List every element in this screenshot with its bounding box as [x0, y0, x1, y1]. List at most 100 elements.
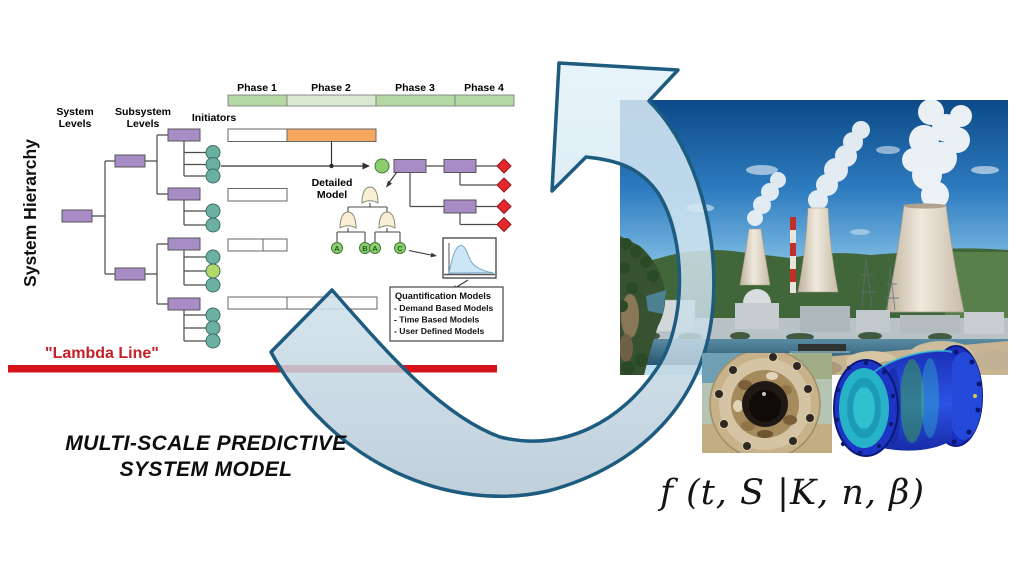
fem-pipe-model: [833, 345, 983, 457]
or-gate-icon: [378, 211, 396, 229]
system-levels-label: Levels: [59, 118, 92, 130]
arrowhead-icon: [362, 162, 370, 170]
initiators-label: Initiators: [192, 112, 236, 124]
bolt-holes: [714, 353, 815, 451]
initiator-box: [167, 128, 201, 142]
initiator-node: [205, 168, 221, 184]
fault-tree: Detailed Model A B A C: [312, 171, 406, 254]
footer-title-line2: SYSTEM MODEL: [120, 458, 293, 481]
phase-header: Phase 1 Phase 2 Phase 3 Phase 4: [227, 82, 515, 107]
quantification-item: - Time Based Models: [394, 315, 480, 325]
end-state-diamond: [496, 177, 512, 193]
transmission-pylons: [860, 257, 899, 311]
initiator-box: [167, 297, 201, 311]
corrosion-blotches: [733, 372, 797, 438]
system-hierarchy-tree: System Hierarchy System Levels Subsystem…: [20, 106, 236, 349]
phase-label: Phase 3: [395, 82, 435, 94]
initiator-node-selected: [205, 263, 221, 279]
or-gate-icon: [339, 211, 357, 229]
quantification-item: - Demand Based Models: [394, 303, 494, 313]
basic-event-node: [331, 242, 343, 254]
reliability-formula: f (t, S |K, n, β): [657, 473, 925, 513]
phase-label: Phase 2: [311, 82, 351, 94]
phase-label: Phase 1: [237, 82, 277, 94]
subsystem-level-box: [114, 154, 146, 168]
steam-plume: [747, 172, 786, 226]
barge: [798, 344, 846, 351]
phase-bar-segment: [454, 94, 515, 107]
cooling-tower-rim: [904, 203, 946, 209]
initiator-node: [205, 217, 221, 233]
subsystem-levels-label: Levels: [127, 118, 160, 130]
to-distribution-arrow: [408, 249, 432, 256]
gate-connectors: [336, 203, 401, 243]
initiator-node: [205, 277, 221, 293]
arrowhead-icon: [430, 252, 437, 258]
cooling-tower: [797, 207, 839, 293]
timeline-cell: [227, 188, 288, 202]
quantification-title: Quantification Models: [395, 291, 491, 301]
cooling-tower: [739, 228, 771, 286]
initiator-node: [205, 203, 221, 219]
steam-plume: [808, 121, 870, 210]
phase-label: Phase 4: [464, 82, 504, 94]
lambda-line-bar: [8, 365, 497, 373]
timeline-cell: [227, 128, 288, 142]
system-level-box: [61, 209, 93, 223]
cooling-tower: [885, 204, 965, 313]
initiator-box: [167, 187, 201, 201]
active-phase-window: [286, 128, 377, 142]
striped-chimney: [790, 217, 796, 293]
plant-buildings: [620, 289, 1008, 340]
corroded-pipe-photo: [702, 353, 832, 453]
detailed-model-label: Model: [317, 189, 347, 201]
quantification-models: Quantification Models - Demand Based Mod…: [389, 237, 504, 342]
event-tree: [221, 128, 512, 310]
basic-event-label: A: [334, 244, 340, 253]
timeline-cell: [227, 296, 378, 310]
lambda-line: "Lambda Line": [8, 345, 497, 373]
lambda-line-label: "Lambda Line": [45, 345, 159, 362]
phase-bar-segment: [286, 94, 377, 107]
detailed-model-label: Detailed: [312, 177, 353, 189]
branch-box: [393, 159, 427, 173]
fem-stress-band: [900, 359, 924, 443]
end-state-diamond: [496, 158, 512, 174]
arrowhead-icon: [386, 180, 392, 188]
fem-bolt-dots: [834, 360, 896, 456]
basic-event-node: [369, 242, 381, 254]
footer-title-line1: MULTI-SCALE PREDICTIVE: [65, 432, 347, 455]
multiscale-loop-arrow: [269, 61, 716, 499]
basic-event-label: B: [362, 244, 368, 253]
end-state-diamond: [496, 198, 512, 215]
initiator-node: [205, 307, 221, 323]
steam-plume: [902, 100, 972, 209]
quantification-item: - User Defined Models: [394, 326, 484, 336]
distribution-curve: [448, 244, 494, 274]
basic-event-node: [394, 242, 406, 254]
branch-box: [443, 159, 477, 173]
system-hierarchy-axis-label: System Hierarchy: [20, 139, 40, 287]
phase-bar-segment: [375, 94, 456, 107]
basic-event-label: A: [372, 244, 378, 253]
initiator-node: [205, 333, 221, 349]
subsystem-levels-label: Subsystem: [115, 106, 171, 118]
initiator-node: [205, 249, 221, 265]
initiator-box: [167, 237, 201, 251]
end-state-diamond: [496, 216, 512, 233]
cliff-with-trees: [620, 236, 666, 375]
tree-connectors: [92, 134, 206, 342]
pivotal-event-node: [374, 158, 390, 174]
system-levels-label: System: [56, 106, 93, 118]
initiator-node: [205, 320, 221, 336]
fem-bolt-dots: [951, 349, 982, 445]
quantification-box: [389, 286, 504, 342]
timeline-cell: [227, 238, 288, 252]
basic-event-label: C: [397, 244, 403, 253]
subsystem-level-box: [114, 267, 146, 281]
phase-bar-segment: [227, 94, 288, 107]
branch-lines: [409, 165, 497, 226]
or-gate-icon: [361, 186, 379, 204]
footer-title: MULTI-SCALE PREDICTIVE SYSTEM MODEL: [65, 432, 347, 481]
